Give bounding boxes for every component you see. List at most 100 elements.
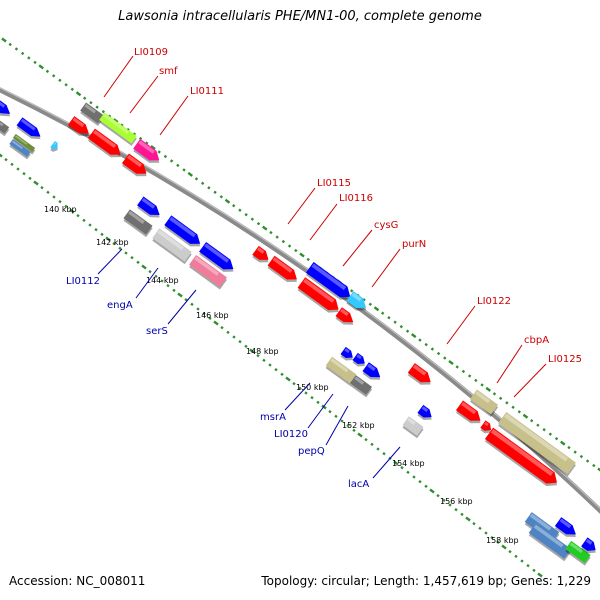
cyan-feature-5[interactable] — [49, 141, 61, 153]
light-gray-feature-15[interactable] — [151, 228, 193, 265]
cds-feature-body-10[interactable] — [87, 128, 124, 160]
olive-feature-26[interactable] — [324, 356, 357, 386]
steel-feature-4[interactable] — [8, 139, 32, 160]
leaders-minus — [97, 248, 401, 479]
blue-feature-24[interactable] — [339, 346, 356, 364]
olive-feature-3[interactable] — [12, 133, 37, 155]
cds-feature-body-33[interactable] — [455, 400, 484, 426]
blue-feature-16[interactable] — [198, 241, 238, 277]
inner-dot-40 — [238, 339, 242, 344]
cds-feature-body-36[interactable] — [484, 427, 561, 489]
cds-feature-body-18[interactable] — [252, 245, 271, 264]
inner-dot-55 — [328, 409, 332, 414]
blue-feature-27[interactable] — [361, 362, 384, 384]
inner-dot-23 — [136, 260, 140, 265]
cds-feature-23[interactable] — [334, 307, 357, 329]
inner-dot-5 — [28, 176, 32, 181]
blue-feature-body-14[interactable] — [164, 215, 203, 248]
magenta-feature-8[interactable] — [132, 138, 164, 168]
outer-dot-67 — [418, 338, 422, 342]
cds-feature-19[interactable] — [266, 255, 301, 287]
cds-feature-body-22[interactable] — [297, 277, 343, 315]
blue-feature-gloss-14 — [169, 216, 196, 238]
magenta-feature-body-8[interactable] — [133, 138, 163, 165]
blue-feature-0[interactable] — [0, 98, 14, 120]
olive-feature-body-26[interactable] — [325, 356, 357, 384]
olive-feature-35[interactable] — [497, 412, 577, 477]
cds-feature-29[interactable] — [407, 363, 436, 389]
cds-feature-body-23[interactable] — [335, 307, 356, 326]
blue-feature-25[interactable] — [351, 352, 368, 370]
cds-feature-body-11[interactable] — [121, 153, 150, 179]
gray-feature-body-13[interactable] — [123, 209, 153, 235]
cds-feature-18[interactable] — [251, 245, 273, 267]
blue-feature-body-38[interactable] — [554, 517, 579, 539]
outer-dot-78 — [485, 386, 491, 392]
cds-feature-10[interactable] — [87, 128, 126, 162]
gray-feature-body-28[interactable] — [349, 375, 373, 395]
gray-feature-body-1[interactable] — [0, 120, 10, 134]
lime-feature-body-7[interactable] — [99, 112, 137, 144]
blue-feature-body-0[interactable] — [0, 98, 13, 118]
leader-li0109 — [103, 55, 134, 98]
pink-feature-body-17[interactable] — [189, 254, 227, 288]
cyan-feature-body-5[interactable] — [50, 141, 60, 151]
outer-dot-89 — [554, 436, 559, 441]
cds-feature-11[interactable] — [121, 153, 151, 181]
outer-dot-59 — [368, 302, 372, 306]
blue-feature-30[interactable] — [416, 404, 436, 424]
cds-feature-body-34[interactable] — [480, 420, 493, 433]
steel-feature-body-4[interactable] — [9, 139, 31, 157]
cds-feature-34[interactable] — [479, 420, 495, 436]
cds-feature-body-29[interactable] — [407, 363, 434, 387]
cds-feature-body-9[interactable] — [67, 116, 92, 138]
olive-feature-body-35[interactable] — [498, 412, 576, 474]
olive-feature-body-3[interactable] — [12, 133, 36, 153]
light-gray-feature-body-31[interactable] — [402, 416, 424, 436]
blue-feature-body-25[interactable] — [352, 352, 368, 367]
blue-feature-body-12[interactable] — [137, 196, 163, 219]
cyan-feature-body-21[interactable] — [346, 291, 369, 312]
blue-feature-body-24[interactable] — [340, 346, 356, 361]
tick-label-140: 140 kbp — [44, 205, 77, 214]
outer-dot-56 — [349, 289, 354, 293]
blue-feature-12[interactable] — [136, 196, 164, 222]
gray-feature-28[interactable] — [349, 375, 373, 398]
blue-feature-body-41[interactable] — [581, 537, 599, 554]
cds-feature-body-19[interactable] — [267, 255, 301, 285]
gray-feature-body-6[interactable] — [80, 102, 104, 124]
blue-feature-body-20[interactable] — [305, 262, 354, 302]
gray-feature-1[interactable] — [0, 120, 10, 137]
blue-feature-body-30[interactable] — [417, 404, 434, 421]
cds-feature-36[interactable] — [484, 427, 563, 491]
tick-label-154: 154 kbp — [392, 459, 425, 468]
olive-feature-32[interactable] — [469, 389, 499, 417]
blue-feature-body-27[interactable] — [362, 362, 383, 381]
cds-feature-gloss-18 — [257, 247, 265, 254]
inner-dot-83 — [496, 540, 500, 545]
cds-feature-22[interactable] — [296, 277, 343, 317]
cds-feature-33[interactable] — [455, 400, 485, 428]
blue-feature-2[interactable] — [15, 117, 44, 143]
gray-feature-6[interactable] — [79, 102, 105, 127]
feature-label-li0122: LI0122 — [477, 296, 511, 307]
lime-feature-7[interactable] — [98, 112, 138, 146]
pink-feature-17[interactable] — [188, 254, 228, 290]
blue-feature-20[interactable] — [305, 262, 355, 304]
gray-feature-13[interactable] — [122, 209, 154, 238]
blue-feature-body-16[interactable] — [199, 241, 237, 274]
lime-feature-40[interactable] — [564, 540, 592, 566]
light-gray-feature-body-15[interactable] — [152, 228, 192, 262]
lime-feature-body-40[interactable] — [565, 540, 591, 564]
cyan-feature-21[interactable] — [345, 291, 371, 315]
blue-feature-41[interactable] — [580, 537, 600, 557]
olive-feature-body-32[interactable] — [469, 389, 499, 415]
cds-feature-9[interactable] — [67, 116, 94, 140]
steel-feature-body-39[interactable] — [528, 523, 572, 559]
blue-feature-14[interactable] — [163, 215, 205, 251]
blue-feature-38[interactable] — [554, 517, 581, 541]
outer-dot-0 — [1, 37, 7, 43]
blue-feature-body-2[interactable] — [16, 117, 44, 140]
steel-feature-39[interactable] — [527, 523, 572, 562]
light-gray-feature-31[interactable] — [401, 416, 424, 439]
